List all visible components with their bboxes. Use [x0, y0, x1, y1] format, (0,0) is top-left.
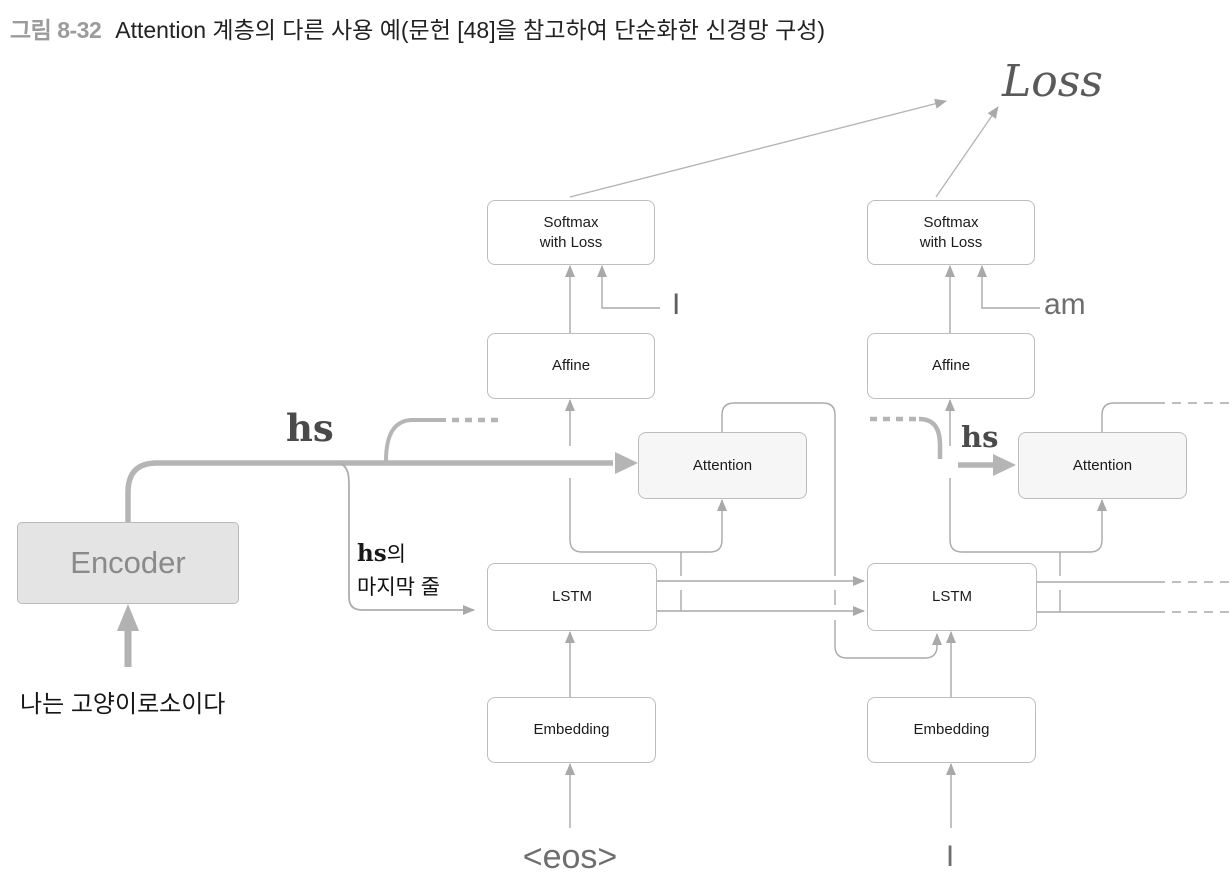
attention-box-2: Attention [1018, 432, 1187, 499]
hs-last-row-note-line2: 마지막 줄 [357, 575, 441, 599]
affine-box-1: Affine [487, 333, 655, 399]
hs-last-row-note: hs의 마지막 줄 [357, 536, 440, 604]
figure-caption: Attention 계층의 다른 사용 예(문헌 [48]을 참고하여 단순화한… [115, 17, 826, 43]
softmax-to-loss-left [569, 98, 947, 198]
embedding-box-1: Embedding [487, 697, 656, 763]
target-word-arrow-right [977, 265, 1040, 309]
lstm-state-lines-right [1035, 581, 1232, 613]
hs-branch-up-dashed [384, 417, 498, 462]
hs-last-row-note-line1: hs의 [357, 540, 406, 567]
softmax-to-loss-right [935, 106, 999, 198]
softmax-with-loss-box-1: Softmax with Loss [487, 200, 655, 265]
hs-dashed-arrow-right [870, 416, 1016, 476]
hs-last-row-arrow [340, 463, 475, 615]
lstm-to-affine-attention-left [565, 399, 727, 611]
attention-output-to-next-lstm [721, 402, 942, 659]
hs-label: hs [286, 406, 334, 450]
attention-box-1: Attention [638, 432, 807, 499]
figure-title: 그림 8-32 Attention 계층의 다른 사용 예(문헌 [48]을 참… [10, 11, 825, 45]
encoder-box: Encoder [17, 522, 239, 604]
hs-label-right: hs [961, 420, 999, 454]
lstm-box-1: LSTM [487, 563, 657, 631]
affine-box-2: Affine [867, 333, 1035, 399]
figure-number: 그림 8-32 [10, 17, 102, 43]
attention-output-right-dashed [1101, 402, 1232, 433]
encoder-input-arrow [117, 604, 139, 667]
lstm-state-lines-left [655, 576, 865, 616]
softmax-with-loss-box-2: Softmax with Loss [867, 200, 1035, 265]
encoder-input-sentence: 나는 고양이로소이다 [20, 691, 226, 718]
lstm-to-affine-attention-right [945, 399, 1107, 612]
target-word-1: I [672, 288, 681, 321]
embedding-box-2: Embedding [867, 697, 1036, 763]
hs-thick-arrow [125, 452, 638, 523]
target-word-2: am [1044, 288, 1086, 321]
input-word-2: I [945, 840, 955, 873]
input-word-1: <eos> [522, 838, 618, 876]
loss-label: Loss [1002, 56, 1103, 107]
target-word-arrow-left [597, 265, 660, 309]
lstm-box-2: LSTM [867, 563, 1037, 631]
